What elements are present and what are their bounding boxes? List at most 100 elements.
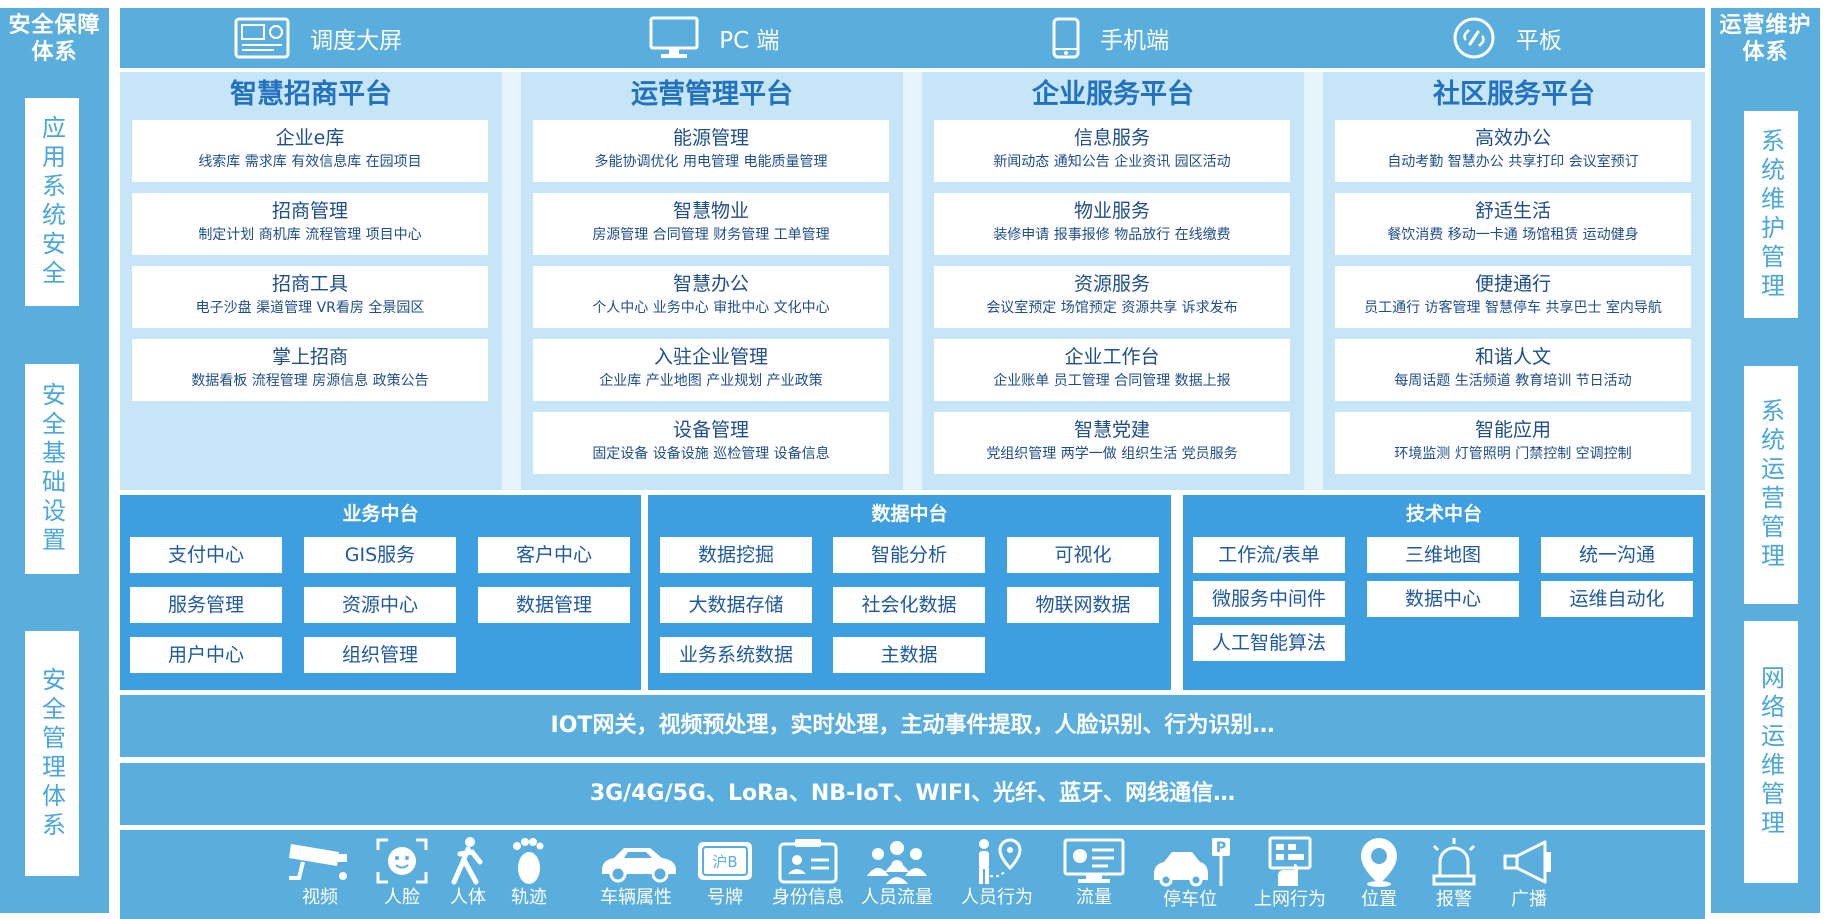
data-middle-platform: 数据中台 数据挖掘 智能分析 可视化 大数据存储 社会化数据 物联网数据 业务系… bbox=[648, 495, 1171, 690]
person-location-icon bbox=[979, 838, 1022, 884]
edge-processing-band: IOT网关，视频预处理，实时处理，主动事件提取，人脸识别、行为识别… bbox=[120, 695, 1705, 757]
security-item-infrastructure: 安全基础设置 bbox=[25, 364, 79, 574]
middle-chip: 主数据 bbox=[833, 637, 985, 673]
device-people-flow: 人员流量 bbox=[857, 830, 937, 910]
platform-title: 企业服务平台 bbox=[1032, 79, 1194, 110]
device-location: 位置 bbox=[1339, 830, 1419, 912]
platform-card: 智慧物业房源管理 合同管理 财务管理 工单管理 bbox=[533, 193, 889, 255]
middle-chip: 可视化 bbox=[1007, 537, 1159, 573]
client-tablet: 平板 bbox=[1309, 8, 1705, 68]
platform-area: 智慧招商平台 企业e库线索库 需求库 有效信息库 在园项目 招商管理制定计划 商… bbox=[120, 72, 1705, 490]
middle-chip: 数据挖掘 bbox=[660, 537, 812, 573]
security-item-management: 安全管理体系 bbox=[25, 631, 79, 876]
platform-card: 高效办公自动考勤 智慧办公 共享打印 会议室预订 bbox=[1335, 120, 1691, 182]
platform-title: 社区服务平台 bbox=[1433, 79, 1595, 110]
platform-card: 招商管理制定计划 商机库 流程管理 项目中心 bbox=[132, 193, 488, 255]
device-track: 轨迹 bbox=[489, 830, 569, 910]
platform-card: 智慧办公个人中心 业务中心 审批中心 文化中心 bbox=[533, 266, 889, 328]
device-vehicle: 车辆属性 bbox=[596, 830, 676, 910]
middle-chip: 社会化数据 bbox=[833, 587, 985, 623]
device-alarm: 报警 bbox=[1414, 830, 1494, 912]
platform-card: 舒适生活餐饮消费 移动一卡通 场馆租赁 运动健身 bbox=[1335, 193, 1691, 255]
location-pin-icon bbox=[1361, 838, 1397, 887]
platform-enterprise: 企业服务平台 信息服务新闻动态 通知公告 企业资讯 园区活动 物业服务装修申请 … bbox=[922, 72, 1304, 490]
walking-person-icon bbox=[451, 837, 483, 885]
platform-card: 设备管理固定设备 设备设施 巡检管理 设备信息 bbox=[533, 412, 889, 474]
platform-card: 入驻企业管理企业库 产业地图 产业规划 产业政策 bbox=[533, 339, 889, 401]
middle-chip: 人工智能算法 bbox=[1193, 625, 1345, 661]
operation-item-network: 网络运维管理 bbox=[1744, 621, 1798, 883]
device-people-behavior: 人员行为 bbox=[957, 830, 1037, 910]
operation-system-column: 运营维护 体系 系统维护管理 系统运营管理 网络运维管理 bbox=[1711, 8, 1820, 913]
device-flow: 流量 bbox=[1054, 830, 1134, 910]
mobile-phone-icon bbox=[1052, 17, 1080, 59]
platform-card: 掌上招商数据看板 流程管理 房源信息 政策公告 bbox=[132, 339, 488, 401]
middle-chip: 工作流/表单 bbox=[1193, 537, 1345, 573]
device-face: 人脸 bbox=[362, 830, 442, 910]
operation-system-title: 运营维护 体系 bbox=[1719, 13, 1812, 65]
middle-chip: 三维地图 bbox=[1367, 537, 1519, 573]
monitor-icon bbox=[649, 16, 699, 60]
client-mobile: 手机端 bbox=[913, 8, 1309, 68]
business-middle-platform: 业务中台 支付中心 GIS服务 客户中心 服务管理 资源中心 数据管理 用户中心… bbox=[120, 495, 641, 690]
parking-icon: P bbox=[1154, 838, 1230, 887]
operation-item-operation: 系统运营管理 bbox=[1744, 366, 1798, 604]
middle-chip: 用户中心 bbox=[130, 637, 282, 673]
broadcast-icon bbox=[1503, 840, 1551, 884]
middle-chip: 物联网数据 bbox=[1007, 587, 1159, 623]
security-system-column: 安全保障 体系 应用系统安全 安全基础设置 安全管理体系 bbox=[0, 8, 109, 913]
device-broadcast: 广播 bbox=[1489, 830, 1569, 912]
platform-title: 运营管理平台 bbox=[631, 79, 793, 110]
plate-text: 沪B bbox=[712, 853, 737, 871]
platform-card: 物业服务装修申请 报事报修 物品放行 在线缴费 bbox=[934, 193, 1290, 255]
platform-card: 智能应用环境监测 灯管照明 门禁控制 空调控制 bbox=[1335, 412, 1691, 474]
middle-chip: 业务系统数据 bbox=[660, 637, 812, 673]
middle-chip: 数据管理 bbox=[478, 587, 630, 623]
device-body: 人体 bbox=[428, 830, 508, 910]
platform-card: 和谐人文每周话题 生活频道 教育培训 节日活动 bbox=[1335, 339, 1691, 401]
client-pc: PC 端 bbox=[516, 8, 912, 68]
device-plate: 沪B 号牌 bbox=[685, 830, 765, 910]
platform-card: 便捷通行员工通行 访客管理 智慧停车 共享巴士 室内导航 bbox=[1335, 266, 1691, 328]
client-dashboard: 调度大屏 bbox=[120, 8, 516, 68]
camera-icon bbox=[289, 844, 347, 880]
car-icon bbox=[602, 848, 676, 883]
network-band: 3G/4G/5G、LoRa、NB-IoT、WIFI、光纤、蓝牙、网线通信… bbox=[120, 763, 1705, 825]
architecture-main: 调度大屏 PC 端 手机端 平板 智慧招商平台 企业e库线索库 需求库 有效信息… bbox=[120, 8, 1705, 919]
middle-chip: 微服务中间件 bbox=[1193, 581, 1345, 617]
client-bar: 调度大屏 PC 端 手机端 平板 bbox=[120, 8, 1705, 68]
tablet-link-icon bbox=[1452, 16, 1496, 60]
device-identity: 身份信息 bbox=[768, 830, 848, 910]
security-system-title: 安全保障 体系 bbox=[8, 13, 101, 65]
license-plate-icon: 沪B bbox=[698, 842, 752, 880]
operation-item-maintenance: 系统维护管理 bbox=[1744, 111, 1798, 318]
middle-chip: 数据中心 bbox=[1367, 581, 1519, 617]
security-item-app: 应用系统安全 bbox=[25, 98, 79, 306]
platform-title: 智慧招商平台 bbox=[230, 79, 392, 110]
id-card-icon bbox=[778, 839, 838, 884]
middle-chip: 运维自动化 bbox=[1541, 581, 1693, 617]
middle-chip: 支付中心 bbox=[130, 537, 282, 573]
platform-card: 企业e库线索库 需求库 有效信息库 在园项目 bbox=[132, 120, 488, 182]
middle-chip: 统一沟通 bbox=[1541, 537, 1693, 573]
platform-operation: 运营管理平台 能源管理多能协调优化 用电管理 电能质量管理 智慧物业房源管理 合… bbox=[521, 72, 903, 490]
platform-investment: 智慧招商平台 企业e库线索库 需求库 有效信息库 在园项目 招商管理制定计划 商… bbox=[120, 72, 502, 490]
middle-chip: 资源中心 bbox=[304, 587, 456, 623]
alarm-icon bbox=[1432, 838, 1476, 886]
face-icon bbox=[376, 838, 428, 884]
footprint-icon bbox=[513, 838, 544, 884]
middle-chip: GIS服务 bbox=[304, 537, 456, 573]
platform-card: 信息服务新闻动态 通知公告 企业资讯 园区活动 bbox=[934, 120, 1290, 182]
tech-middle-platform: 技术中台 工作流/表单 三维地图 统一沟通 微服务中间件 数据中心 运维自动化 … bbox=[1183, 495, 1705, 690]
device-internet-behavior: 上网行为 bbox=[1250, 830, 1330, 912]
device-strip: 视频 人脸 人体 轨迹 车辆属性 沪B 号牌 身份信息 人员流量 bbox=[120, 830, 1705, 919]
flow-monitor-icon bbox=[1063, 838, 1125, 883]
dashboard-screen-icon bbox=[234, 17, 290, 59]
middle-chip: 组织管理 bbox=[304, 637, 456, 673]
device-video: 视频 bbox=[280, 830, 360, 910]
svg-text:P: P bbox=[1216, 840, 1226, 856]
network-behavior-icon bbox=[1268, 836, 1312, 886]
device-parking: P 停车位 bbox=[1150, 830, 1230, 912]
platform-card: 智慧党建党组织管理 两学一做 组织生活 党员服务 bbox=[934, 412, 1290, 474]
middle-chip: 服务管理 bbox=[130, 587, 282, 623]
